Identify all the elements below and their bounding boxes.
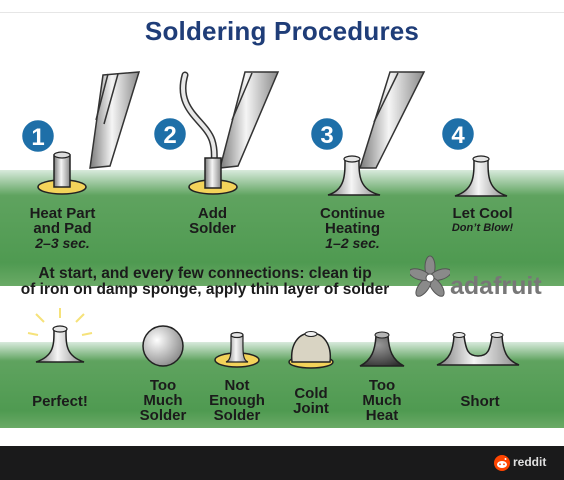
result-not-enough-solder-label: Not Enough Solder	[209, 377, 265, 424]
step-1-number: 1	[31, 124, 44, 151]
step-4-badge: 4	[439, 115, 477, 153]
step-4-note: Don’t Blow!	[451, 222, 514, 234]
step-2-badge: 2	[151, 115, 189, 153]
result-perfect-joint	[27, 308, 93, 363]
adafruit-flower-icon	[410, 255, 450, 297]
step-4-joint	[454, 155, 508, 197]
step-1-caption: Heat Part and Pad 2–3 sec.	[10, 206, 115, 251]
result-too-much-solder-joint	[142, 325, 184, 367]
result-perfect-label: Perfect!	[32, 393, 88, 410]
step-2-joint	[188, 157, 238, 195]
step-3-label: Continue Heating	[320, 205, 385, 237]
step-1-iron	[89, 71, 141, 169]
step-1-label: Heat Part and Pad	[29, 205, 96, 237]
adafruit-logo: adafruit	[410, 252, 550, 304]
step-3-iron	[358, 71, 426, 169]
result-not-enough-solder-joint	[214, 331, 260, 368]
step-2-caption: Add Solder	[165, 206, 260, 236]
result-too-much-solder-label: Too Much Solder	[139, 377, 187, 424]
step-3-number: 3	[320, 122, 333, 149]
result-short-label: Short	[460, 393, 500, 410]
step-4-number: 4	[451, 122, 465, 149]
step-1-badge: 1	[19, 117, 57, 155]
reddit-alien-glyph	[497, 458, 507, 468]
step-4-label: Let Cool	[452, 205, 513, 222]
result-short-joint	[436, 332, 520, 366]
step-3-badge: 3	[308, 115, 346, 153]
top-separator	[0, 12, 564, 13]
tip-note: At start, and every few connections: cle…	[20, 265, 390, 298]
illustration: 1 2 3 4	[19, 71, 520, 369]
step-1-joint	[37, 151, 87, 195]
step-2-iron	[218, 71, 280, 169]
result-cold-joint-label: Cold Joint	[293, 385, 329, 417]
step-4-caption: Let Cool Don’t Blow!	[430, 206, 535, 236]
step-3-note: 1–2 sec.	[325, 235, 380, 251]
reddit-icon[interactable]	[494, 455, 510, 471]
reddit-label[interactable]: reddit	[513, 455, 547, 469]
result-cold-joint	[288, 331, 334, 369]
step-3-joint	[327, 155, 381, 196]
step-3-caption: Continue Heating 1–2 sec.	[300, 206, 405, 251]
step-2-number: 2	[163, 122, 176, 149]
result-too-much-heat-label: Too Much Heat	[362, 377, 402, 424]
page-title: Soldering Procedures	[144, 16, 420, 46]
adafruit-wordmark: adafruit	[450, 272, 542, 300]
step-1-note: 2–3 sec.	[35, 235, 90, 251]
step-2-label: Add Solder	[189, 205, 236, 237]
result-too-much-heat-joint	[359, 331, 405, 367]
footer-bar	[0, 446, 564, 480]
